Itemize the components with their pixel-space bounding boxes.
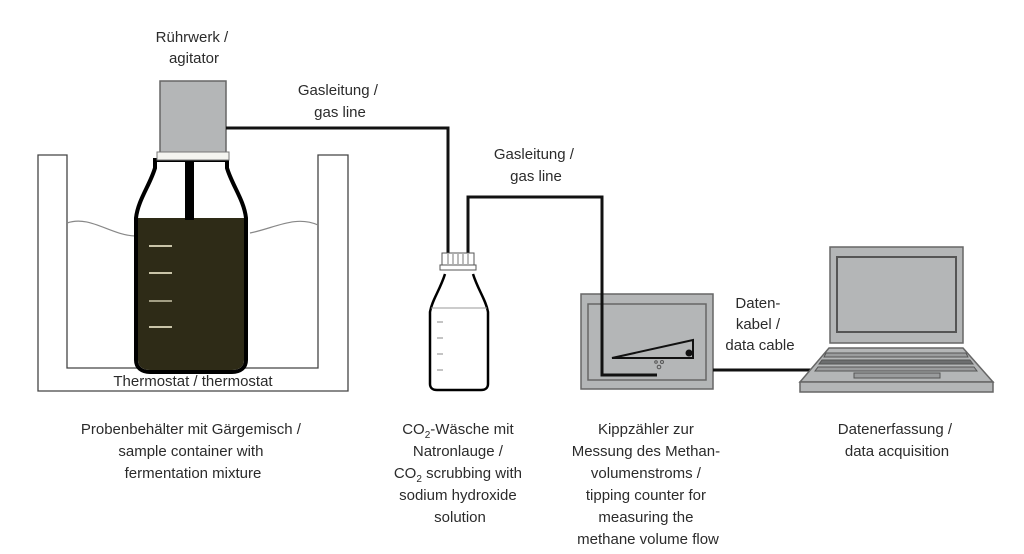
co2-scrubbing-label: CO2-Wäsche mit Natronlauge / CO2 scrubbi… <box>394 421 526 526</box>
agitator-label: Rührwerk / agitator <box>156 29 233 67</box>
tipping-counter <box>580 290 714 390</box>
fermentation-mixture <box>138 218 244 370</box>
gas-line-1-label: Gasleitung / gas line <box>298 82 382 121</box>
sample-container-label: Probenbehälter mit Gärgemisch / sample c… <box>81 421 305 482</box>
data-cable-label: Daten- kabel / data cable <box>725 295 794 354</box>
agitator <box>156 80 230 161</box>
gas-line-2-label: Gasleitung / gas line <box>494 146 578 185</box>
laptop <box>798 246 995 393</box>
tipping-counter-label: Kippzähler zur Messung des Methan- volum… <box>572 421 725 548</box>
scrubbing-bottle <box>428 252 490 392</box>
gas-line-1 <box>226 126 450 253</box>
gas-line-2-inner <box>600 290 657 377</box>
water-surface <box>66 220 136 237</box>
agitator-shaft <box>185 160 194 220</box>
data-acquisition-label: Datenerfassung / data acquisition <box>838 421 956 460</box>
thermostat-label: Thermostat / thermostat <box>113 373 273 390</box>
tipping-bucket <box>611 338 694 359</box>
thermostat-bath <box>37 154 349 392</box>
sample-bottle <box>134 158 248 374</box>
